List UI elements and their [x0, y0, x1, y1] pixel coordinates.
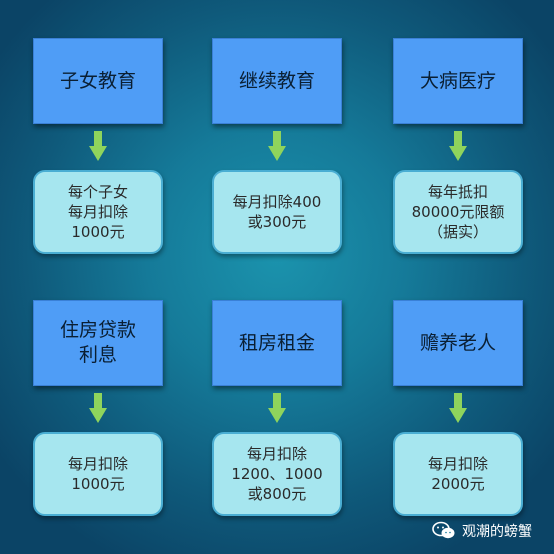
- arrow-down-icon: [89, 393, 107, 423]
- deduction-box-elderly-support: 每月扣除 2000元: [393, 432, 523, 516]
- watermark: 观潮的螃蟹: [432, 519, 532, 543]
- arrow-down-icon: [268, 131, 286, 161]
- watermark-text: 观潮的螃蟹: [462, 524, 532, 540]
- deduction-box-housing-rent: 每月扣除 1200、1000 或800元: [212, 432, 342, 516]
- deduction-box-children-education: 每个子女 每月扣除 1000元: [33, 170, 163, 254]
- arrow-down-icon: [89, 131, 107, 161]
- category-box-housing-loan-interest: 住房贷款 利息: [33, 300, 163, 386]
- deduction-box-serious-illness: 每年抵扣 80000元限额 （据实）: [393, 170, 523, 254]
- category-box-serious-illness: 大病医疗: [393, 38, 523, 124]
- category-box-children-education: 子女教育: [33, 38, 163, 124]
- arrow-down-icon: [449, 131, 467, 161]
- arrow-down-icon: [449, 393, 467, 423]
- deduction-box-continuing-education: 每月扣除400 或300元: [212, 170, 342, 254]
- deduction-box-housing-loan-interest: 每月扣除 1000元: [33, 432, 163, 516]
- category-box-housing-rent: 租房租金: [212, 300, 342, 386]
- category-box-elderly-support: 赡养老人: [393, 300, 523, 386]
- wechat-icon: [432, 521, 455, 539]
- arrow-down-icon: [268, 393, 286, 423]
- category-box-continuing-education: 继续教育: [212, 38, 342, 124]
